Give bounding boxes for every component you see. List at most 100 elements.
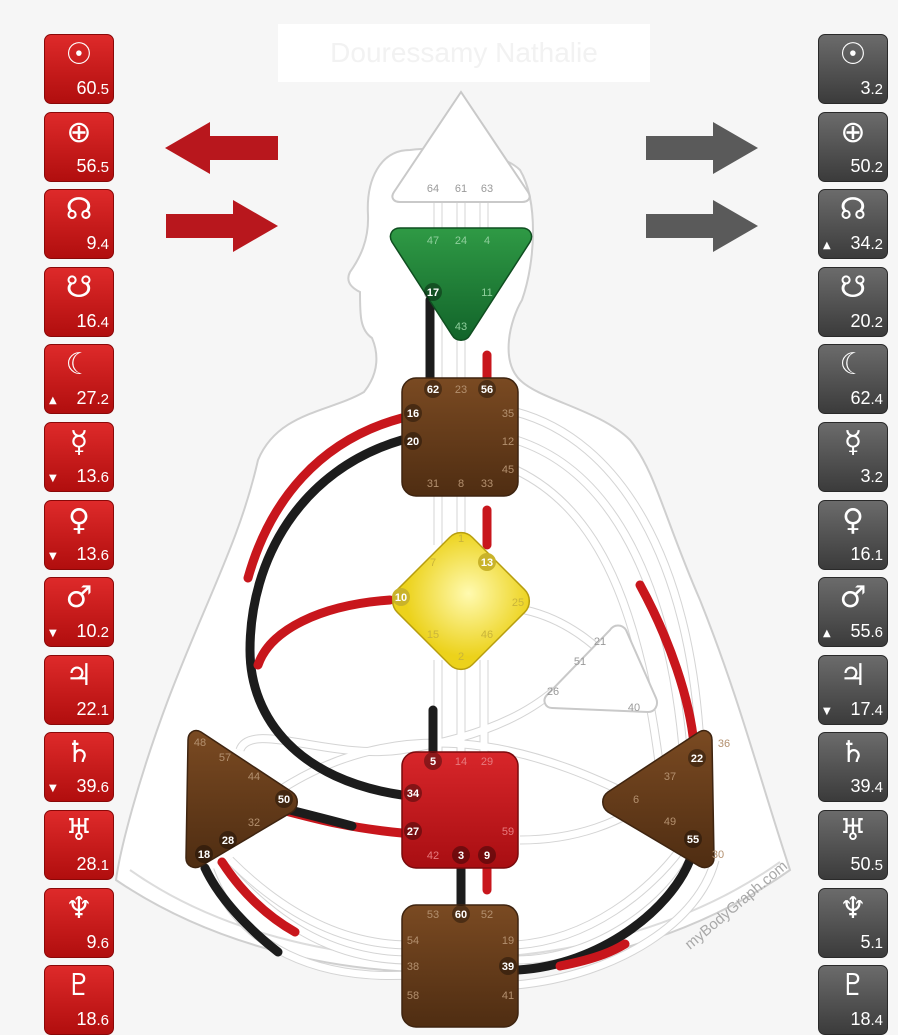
gate-line-value: 3.2 [860, 465, 883, 489]
gate-13-marker [478, 553, 496, 571]
head-center [391, 90, 531, 203]
design-mars-tile[interactable]: ♂10.2▼ [44, 577, 114, 648]
design-moon-tile[interactable]: ☾ 27.2 ▲ [44, 344, 114, 415]
design-mercury-tile[interactable]: ☿13.6▼ [44, 422, 114, 492]
personality-north-node-tile[interactable]: ☊34.2▲ [818, 189, 888, 260]
gate-9-label: 9 [484, 850, 490, 862]
personality-neptune-tile[interactable]: ♆5.1 [818, 887, 888, 958]
personality-moon-tile[interactable]: ☾62.4 [818, 344, 888, 415]
gate-55-marker [684, 830, 702, 848]
decimal-separator: . [96, 469, 101, 486]
decimal-separator: . [96, 546, 101, 564]
gate-62-marker [424, 380, 442, 398]
line-number: 5 [100, 158, 109, 176]
design-earth-tile[interactable]: ⊕56.5 [44, 111, 114, 182]
gate-45-label: 45 [502, 464, 514, 476]
line-number: 6 [100, 1012, 109, 1030]
line-number: 4 [100, 236, 109, 254]
gate-number: 16 [850, 543, 871, 564]
pluto-icon: ♇ [839, 968, 867, 1004]
moon-icon: ☾ [839, 347, 867, 383]
gate-line-value: 13.6 [76, 465, 109, 489]
decimal-separator: . [870, 391, 875, 409]
gate-2-label: 2 [458, 651, 464, 663]
gate-27-marker [404, 822, 422, 840]
venus-icon: ♀ [842, 502, 864, 538]
detriment-arrow-icon: ▼ [49, 783, 57, 795]
gate-29-label: 29 [481, 756, 493, 768]
gate-line-value: 28.1 [76, 853, 109, 877]
design-pluto-tile[interactable]: ♇18.6 [44, 965, 114, 1035]
moon-icon: ☾ [65, 347, 93, 383]
decimal-separator: . [870, 236, 875, 254]
detriment-arrow-icon: ▼ [49, 473, 57, 484]
decimal-separator: . [870, 158, 875, 176]
design-south-node-tile[interactable]: ☋16.4 [44, 266, 114, 337]
sun-icon: ☉ [839, 37, 867, 72]
decimal-separator: . [96, 81, 101, 98]
gate-28-hanging [217, 857, 300, 937]
gate-34-label: 34 [407, 788, 420, 800]
gate-64-label: 64 [427, 183, 439, 195]
gate-17-label: 17 [427, 287, 439, 299]
design-neptune-tile[interactable]: ♆9.6 [44, 887, 114, 958]
design-jupiter-tile[interactable]: ♃22.1 [44, 654, 114, 725]
gate-22-marker [688, 749, 706, 767]
gate-line-value: 18.6 [76, 1008, 109, 1032]
gate-line-value: 39.4 [850, 775, 883, 799]
design-venus-tile[interactable]: ♀13.6▼ [44, 499, 114, 570]
gate-27-label: 27 [407, 826, 419, 838]
gate-number: 60 [76, 78, 97, 98]
mars-icon: ♂ [839, 580, 867, 616]
design-uranus-tile[interactable]: ♅28.1 [44, 810, 114, 880]
design-north-node-tile[interactable]: ☊9.4 [44, 189, 114, 260]
personality-earth-tile[interactable]: ⊕50.2 [818, 111, 888, 182]
gate-10-hanging [253, 595, 395, 670]
design-saturn-tile[interactable]: ♄39.6▼ [44, 732, 114, 803]
personality-pluto-tile[interactable]: ♇18.4 [818, 965, 888, 1035]
line-number: 4 [874, 1012, 883, 1030]
personality-mercury-tile[interactable]: ☿ 3.2 [818, 422, 888, 492]
decimal-separator: . [96, 701, 101, 719]
design-sun-tile[interactable]: ☉60.5 [44, 34, 114, 104]
gate-33-label: 33 [481, 478, 493, 490]
gate-number: 5 [860, 931, 871, 952]
gate-56-label: 56 [481, 384, 493, 396]
personality-jupiter-tile[interactable]: ♃17.4▼ [818, 654, 888, 725]
decimal-separator: . [870, 779, 875, 797]
gate-52-label: 52 [481, 909, 493, 921]
mercury-icon: ☿ [843, 425, 863, 460]
north-node-icon: ☊ [839, 192, 867, 228]
detriment-arrow-icon: ▼ [49, 628, 57, 640]
channel-16-48 [243, 413, 407, 583]
gate-number: 18 [850, 1009, 871, 1030]
gate-30-label: 30 [712, 849, 724, 861]
detriment-arrow-icon: ▼ [823, 705, 831, 717]
throat-center [401, 377, 519, 497]
exalted-arrow-icon: ▲ [49, 395, 57, 407]
gate-7-label: 7 [430, 557, 436, 569]
gate-62-label: 62 [427, 384, 439, 396]
gate-number: 50 [850, 854, 871, 874]
personality-sun-tile[interactable]: ☉3.2 [818, 34, 888, 104]
personality-venus-tile[interactable]: ♀16.1 [818, 499, 888, 570]
gate-58-label: 58 [407, 990, 419, 1002]
gate-number: 27 [76, 388, 97, 409]
jupiter-icon: ♃ [65, 657, 93, 693]
personality-saturn-tile[interactable]: ♄39.4 [818, 732, 888, 803]
line-number: 2 [874, 158, 883, 176]
gate-54-label: 54 [407, 935, 419, 947]
gate-line-value: 27.2 [76, 387, 109, 411]
gate-61-label: 61 [455, 183, 467, 195]
personality-south-node-tile[interactable]: ☋20.2 [818, 266, 888, 337]
personality-mars-tile[interactable]: ♂55.6▲ [818, 577, 888, 648]
gate-37-label: 37 [664, 771, 676, 783]
personality-uranus-tile[interactable]: ♅50.5 [818, 810, 888, 880]
earth-icon: ⊕ [840, 114, 866, 150]
line-number: 6 [100, 934, 109, 952]
line-number: 2 [100, 391, 109, 409]
gate-53-label: 53 [427, 909, 439, 921]
decimal-separator: . [96, 158, 101, 176]
